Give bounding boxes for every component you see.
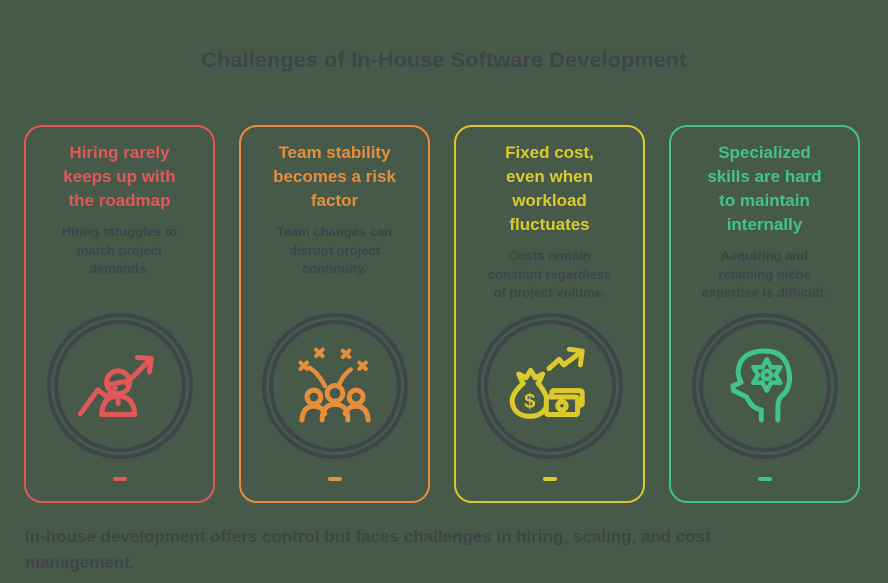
inner-ring <box>483 320 616 452</box>
card-fixed-cost-title: Fixed cost, even when workload fluctuate… <box>505 143 594 234</box>
icon-medallion <box>46 313 193 459</box>
card-specialized-skills-title: Specialized skills are hard to maintain … <box>707 143 822 234</box>
card-hiring-title: Hiring rarely keeps up with the roadmap <box>63 143 176 210</box>
inner-ring <box>53 320 186 452</box>
team-celebration-icon <box>289 340 381 432</box>
card-marker-dash <box>757 477 772 481</box>
outer-ring <box>691 313 838 459</box>
footer-caption: In-house development offers control but … <box>25 527 711 572</box>
card-fixed-cost: Fixed cost, even when workload fluctuate… <box>454 125 645 503</box>
card-marker-dash <box>542 477 557 481</box>
card-hiring-description: Hiring struggles to match project demand… <box>61 224 178 276</box>
card-hiring: Hiring rarely keeps up with the roadmap … <box>24 125 215 503</box>
outer-ring <box>46 313 193 459</box>
outer-ring <box>476 313 623 459</box>
card-specialized-skills: Specialized skills are hard to maintain … <box>669 125 860 503</box>
card-marker-dash <box>327 477 342 481</box>
icon-medallion <box>691 313 838 459</box>
page-title: Challenges of In-House Software Developm… <box>201 48 687 72</box>
dollar-sign: $ <box>524 391 535 413</box>
head-gear-icon <box>719 340 811 432</box>
card-team-stability-title: Team stability becomes a risk factor <box>273 143 396 210</box>
outer-ring <box>261 313 408 459</box>
card-fixed-cost-description: Costs remain constant regardless of proj… <box>487 248 612 300</box>
icon-medallion <box>261 313 408 459</box>
challenge-cards-row: Hiring rarely keeps up with the roadmap … <box>24 125 860 503</box>
money-bag-growth-icon: $ <box>504 340 596 432</box>
card-team-stability: Team stability becomes a risk factor Tea… <box>239 125 430 503</box>
inner-ring <box>268 320 401 452</box>
icon-medallion: $ <box>476 313 623 459</box>
person-growth-arrow-icon <box>74 340 166 432</box>
card-team-stability-description: Team changes can disrupt project continu… <box>276 224 393 276</box>
card-specialized-skills-description: Acquiring and retaining niche expertise … <box>701 248 828 300</box>
card-marker-dash <box>112 477 127 481</box>
inner-ring <box>698 320 831 452</box>
